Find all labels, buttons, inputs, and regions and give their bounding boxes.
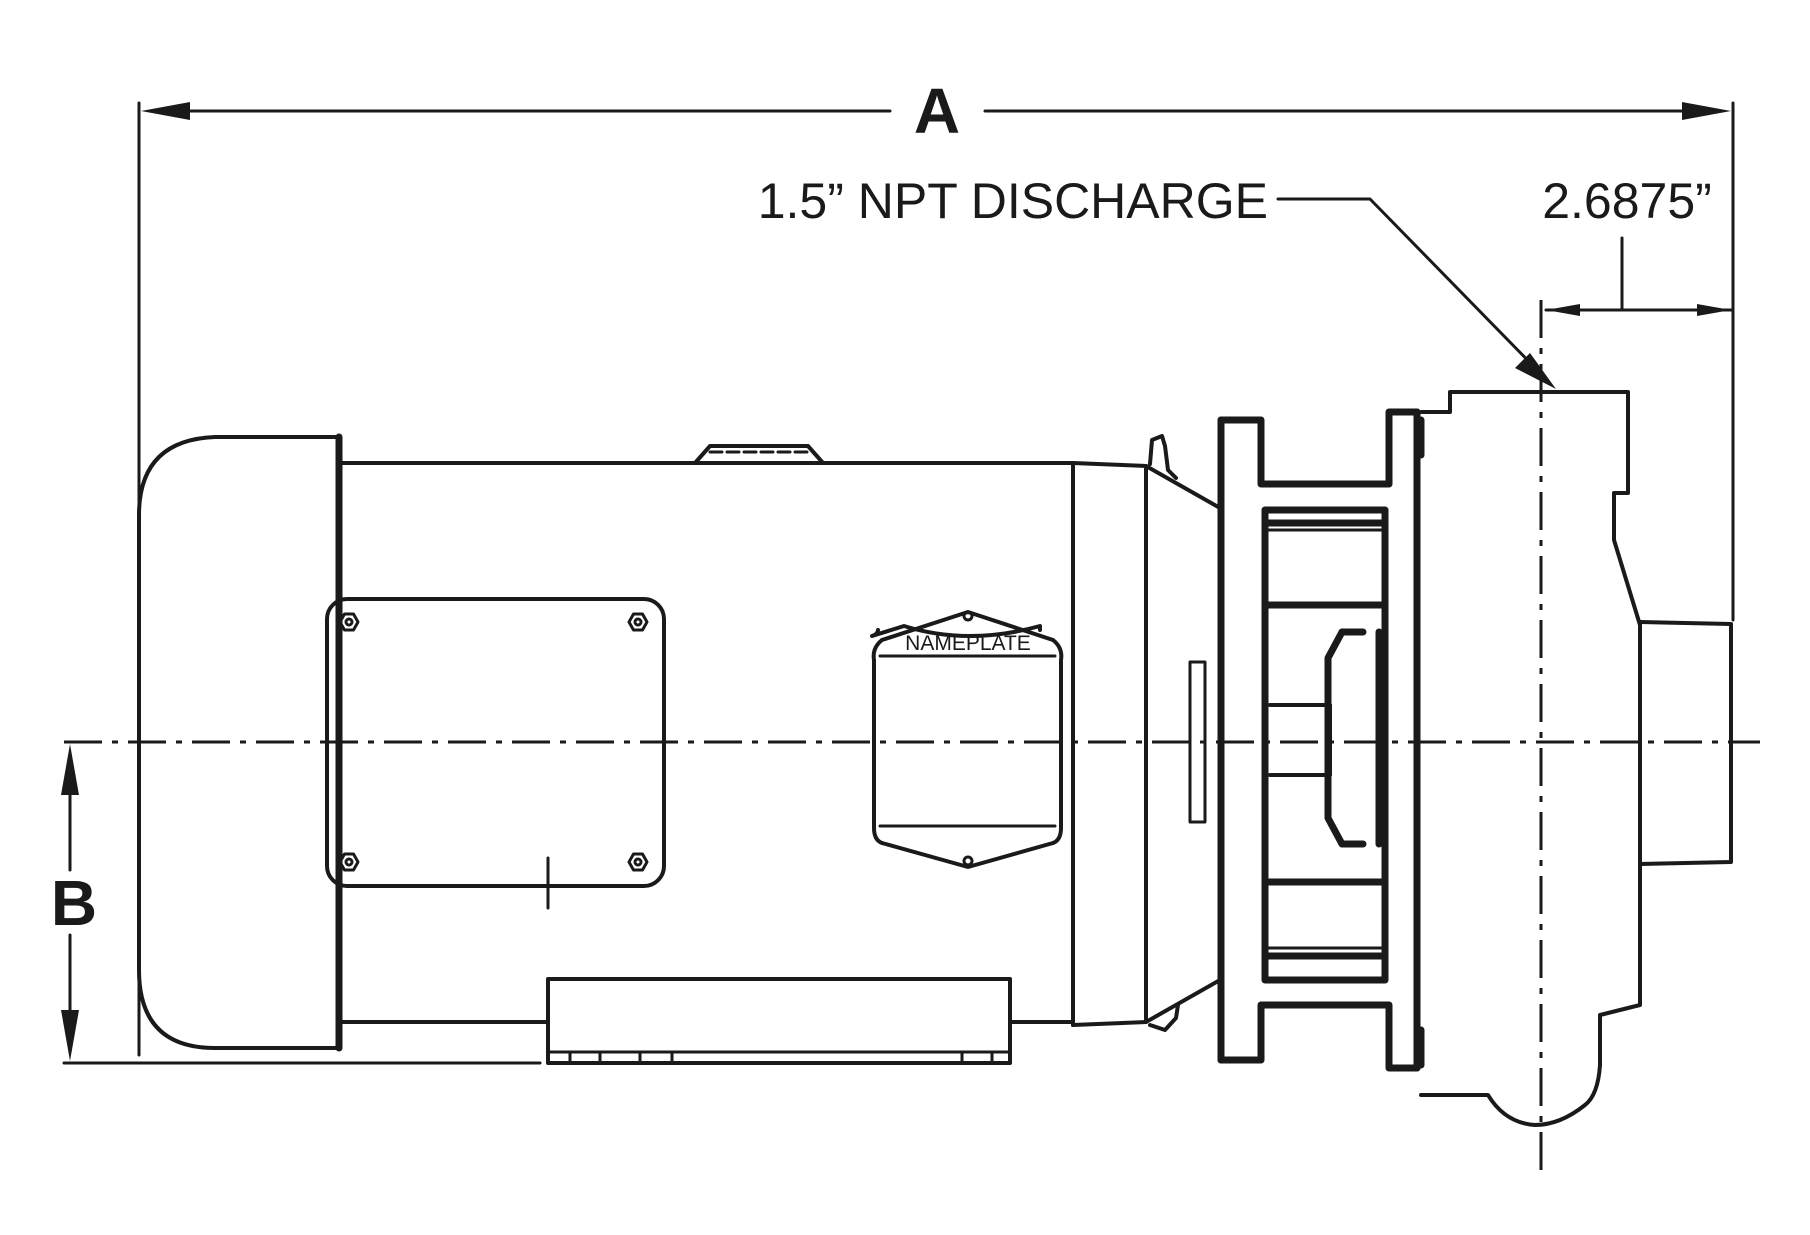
discharge-nozzle — [1638, 620, 1733, 866]
dimension-b-label: B — [51, 867, 97, 939]
fan-cover-outline — [137, 435, 341, 1050]
motor-base-plate — [546, 977, 1012, 1065]
dimension-b-arrow-bottom — [61, 1010, 79, 1061]
pump-shaft — [1268, 703, 1332, 777]
pump-volute-outline — [1419, 390, 1642, 1127]
offset-dimension: 2.6875” — [1542, 173, 1733, 316]
dimension-a-arrow-right — [1682, 102, 1731, 120]
screw-icon — [338, 612, 360, 632]
end-bracket-outline — [1071, 461, 1148, 1027]
adapter-flange-top — [1217, 408, 1421, 488]
motor-end-bracket — [1071, 434, 1222, 1032]
pump-casing — [1419, 390, 1733, 1127]
nameplate-left-edge — [871, 638, 884, 845]
discharge-callout: 1.5” NPT DISCHARGE — [758, 173, 1556, 389]
junction-box-screws — [338, 612, 649, 872]
offset-arrow-left — [1546, 304, 1580, 316]
motor-body — [337, 444, 1075, 1027]
adapter-flange-bottom — [1217, 1001, 1421, 1072]
motor-base — [546, 977, 1012, 1065]
junction-box-outline — [325, 597, 666, 888]
junction-box — [325, 597, 666, 910]
screw-icon — [338, 852, 360, 872]
motor-top-lug — [693, 444, 825, 465]
shaft-coupling — [1188, 660, 1207, 824]
dimension-b: B — [51, 744, 542, 1065]
end-bracket-taper-top — [1144, 464, 1222, 510]
adapter-window — [1261, 506, 1389, 984]
discharge-leader-arrow — [1515, 353, 1556, 389]
dimension-a-arrow-left — [141, 102, 190, 120]
motor-fan-cover — [137, 433, 343, 1052]
grease-fitting-bottom — [1148, 1003, 1180, 1032]
nameplate-right-edge — [1051, 638, 1064, 845]
screw-icon — [627, 852, 649, 872]
nameplate-label: NAMEPLATE — [905, 632, 1031, 655]
grease-fitting-top — [1148, 434, 1178, 480]
discharge-leader-line — [1276, 197, 1549, 382]
offset-label: 2.6875” — [1542, 173, 1712, 229]
dimension-a-label: A — [914, 75, 960, 147]
end-bracket-taper-bottom — [1144, 978, 1222, 1024]
dimension-b-arrow-top — [61, 744, 79, 795]
pump-adapter — [1188, 408, 1425, 1072]
screw-icon — [627, 612, 649, 632]
nameplate-bottom-chevron — [880, 841, 1055, 869]
offset-arrow-right — [1697, 304, 1731, 316]
mechanical-seal — [1324, 628, 1367, 848]
nameplate-rivet-top — [962, 610, 974, 622]
nameplate-rivet-bottom — [962, 855, 974, 867]
discharge-label: 1.5” NPT DISCHARGE — [758, 173, 1268, 229]
nameplate: NAMEPLATE — [870, 610, 1064, 869]
